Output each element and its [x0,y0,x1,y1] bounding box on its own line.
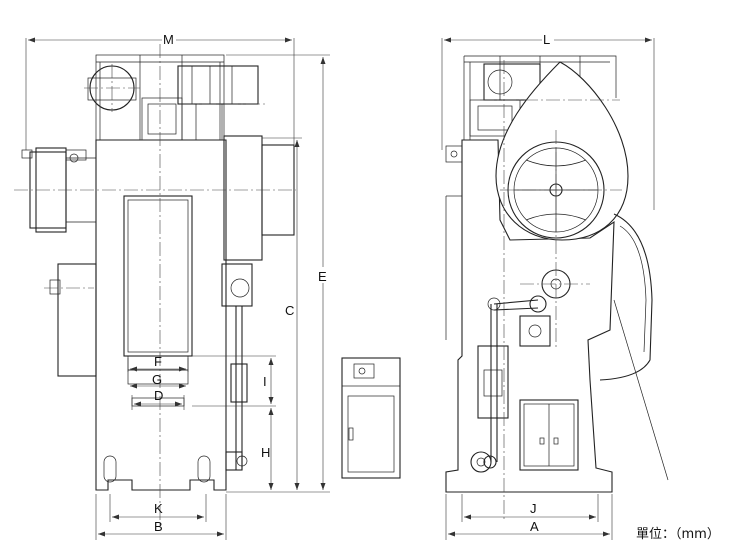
dim-label-F: F [154,354,162,369]
side-frame [445,139,615,493]
dim-label-I: I [263,374,267,389]
front-view [14,44,296,525]
dim-label-L: L [543,32,550,47]
dim-label-G: G [152,372,162,387]
front-frame [95,139,227,491]
dim-label-B: B [154,519,163,534]
side-lower-door [519,399,579,471]
dim-label-K: K [154,501,163,516]
front-ram [123,195,193,357]
control-cabinet [341,357,401,479]
dim-label-A: A [530,519,539,534]
dim-label-J: J [530,501,537,516]
front-side-mechanism [221,263,253,471]
side-foot-pulley [470,451,497,473]
unit-label: 單位：（mm） [636,527,720,542]
dim-label-D: D [154,388,163,403]
dim-label-H: H [261,445,270,460]
front-motor [87,65,259,141]
side-belt-guard [599,213,669,481]
side-flywheel-guard [495,61,629,241]
dim-label-C: C [285,303,294,318]
dim-label-E: E [318,269,327,284]
front-side-housing [223,135,263,261]
side-rod [477,297,509,462]
side-view [445,55,669,520]
side-crank [493,269,571,347]
dim-label-M: M [163,32,174,47]
